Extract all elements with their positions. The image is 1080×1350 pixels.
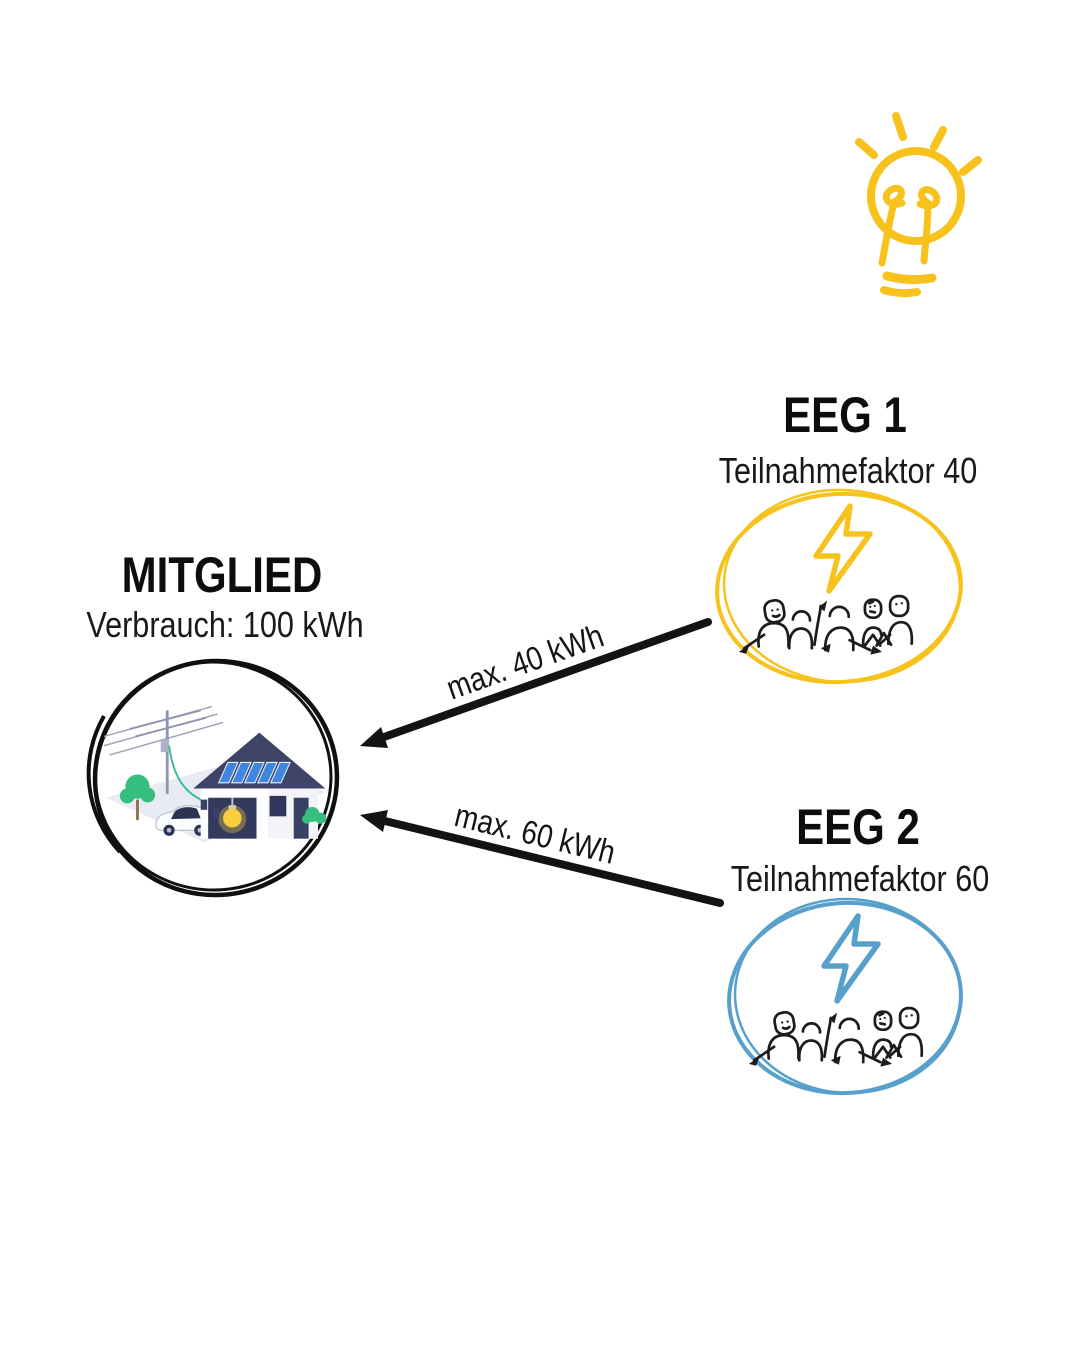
arrow-eeg2-to-member	[381, 817, 724, 907]
sketch-circle-overdraw	[733, 897, 963, 1095]
power-cable	[168, 745, 209, 803]
community-people-icon	[737, 594, 914, 656]
tree	[119, 774, 156, 804]
bush	[302, 807, 327, 824]
arrowhead-eeg1	[360, 727, 388, 748]
sketch-circle-extra-stroke	[86, 715, 122, 854]
community-people-icon	[747, 1006, 924, 1068]
member-title: MITGLIED	[121, 547, 323, 603]
house	[193, 732, 326, 839]
lightning-bolt-icon	[816, 506, 870, 591]
lightning-bolt-icon	[824, 916, 878, 1001]
lightbulb-icon	[855, 112, 982, 298]
sketch-circle-overdraw	[93, 660, 333, 892]
eeg1-title: EEG 1	[783, 387, 907, 443]
member-subtitle: Verbrauch: 100 kWh	[86, 604, 364, 645]
arrow-eeg1-to-member	[380, 618, 712, 741]
house-illustration	[103, 705, 327, 843]
sketch-circle	[715, 491, 963, 685]
eeg1-community-circle	[715, 488, 963, 685]
sketch-circle	[727, 900, 963, 1096]
sketch-circle-overdraw	[722, 488, 962, 684]
eeg2-community-circle	[727, 897, 963, 1096]
solar-panels	[217, 761, 291, 784]
tall-window	[293, 797, 309, 839]
eeg2-title: EEG 2	[796, 799, 920, 855]
eeg2-subtitle: Teilnahmefaktor 60	[730, 858, 990, 899]
window	[269, 795, 287, 817]
eeg1-subtitle: Teilnahmefaktor 40	[718, 450, 978, 491]
glowing-bulb	[223, 808, 242, 828]
member-circle	[86, 658, 340, 898]
arrowhead-eeg2	[360, 810, 388, 832]
